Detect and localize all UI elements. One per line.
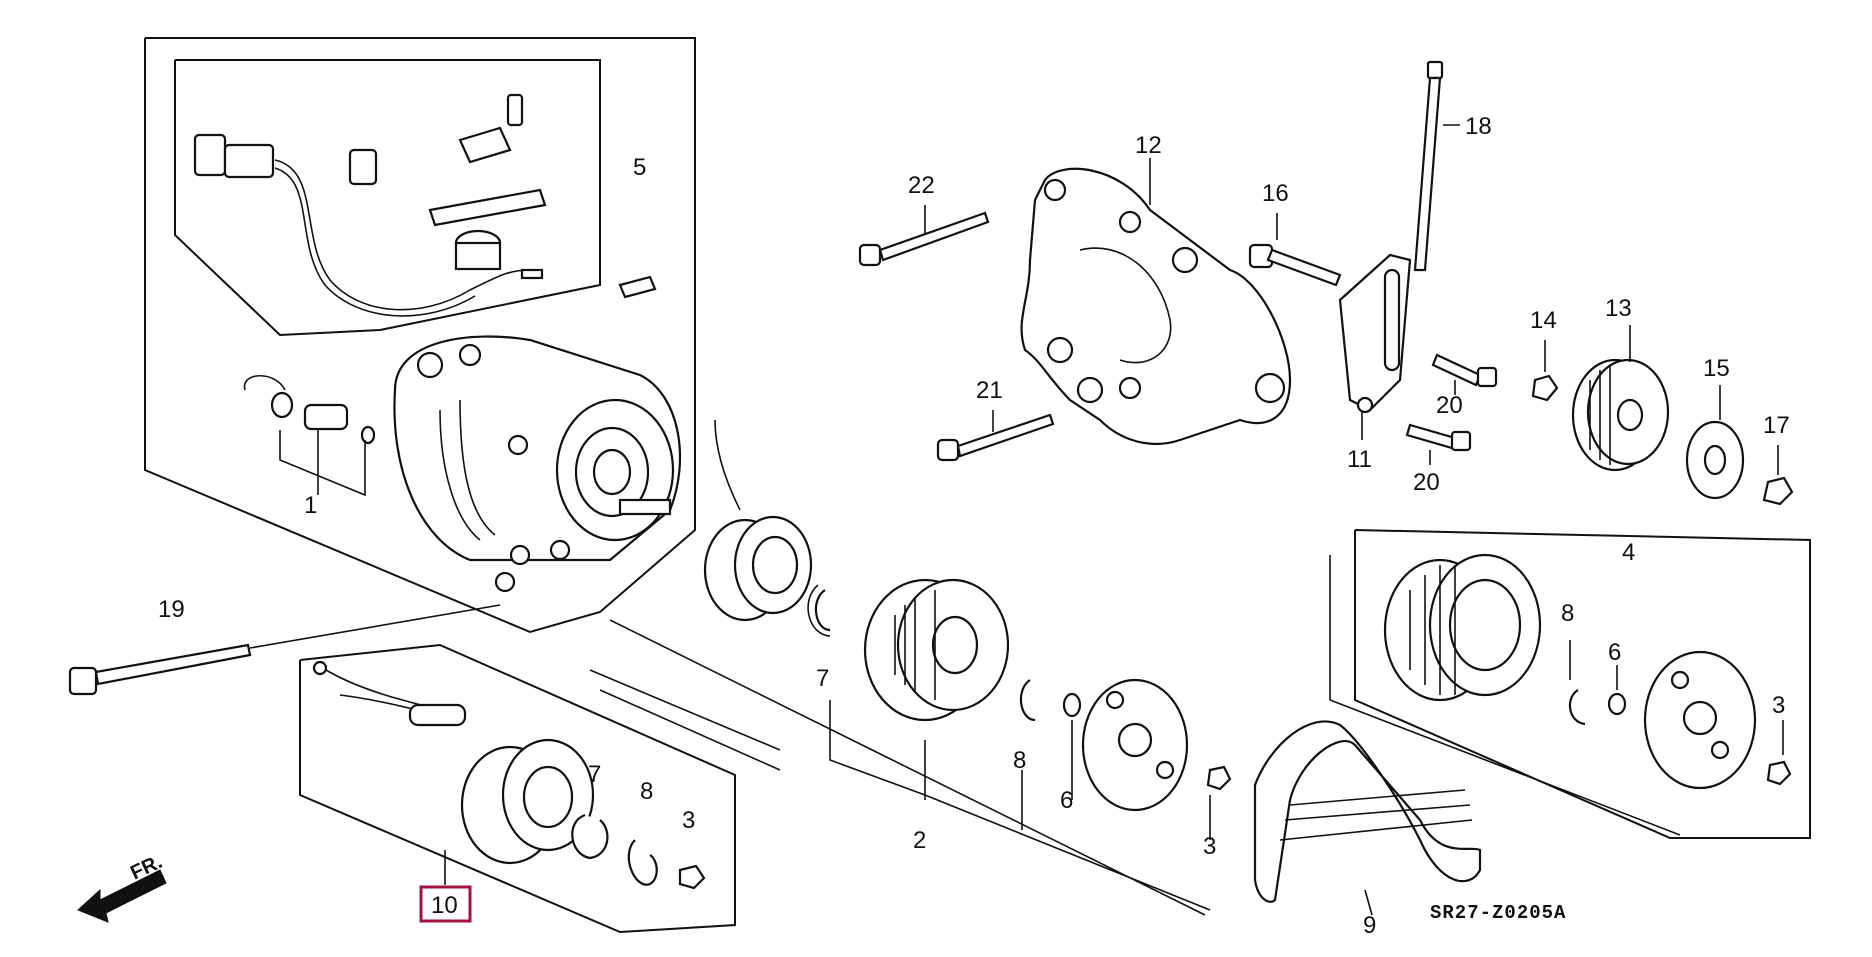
- adjusting-bolt-part: [1338, 60, 1460, 440]
- callout-labels: 1 2 3 3 3 4 5 6 6 7 7 8 8 8 9 10 11 12 1…: [158, 113, 1790, 939]
- field-coil-part: [312, 660, 706, 890]
- callout-7: 7: [588, 761, 601, 788]
- callout-19: 19: [158, 596, 185, 623]
- drive-belt-part: [1253, 720, 1482, 916]
- compressor-assembly-frame: [144, 37, 696, 634]
- callout-8: 8: [640, 778, 653, 805]
- wiring-subassembly-frame: [174, 59, 601, 337]
- callout-1: 1: [304, 492, 317, 519]
- field-coil-group-frame: [299, 643, 736, 934]
- callout-4: 4: [1622, 539, 1635, 566]
- callout-8: 8: [1561, 600, 1574, 627]
- callout-3: 3: [1772, 692, 1785, 719]
- idler-pulley-part: [1531, 325, 1794, 506]
- callout-13: 13: [1605, 295, 1632, 322]
- diagram-code: SR27-Z0205A: [1430, 902, 1566, 924]
- callout-12: 12: [1135, 132, 1162, 159]
- compressor-body-part: [393, 335, 682, 593]
- callout-6: 6: [1060, 787, 1073, 814]
- callout-16: 16: [1262, 180, 1289, 207]
- callout-8: 8: [1013, 747, 1026, 774]
- callout-14: 14: [1530, 307, 1557, 334]
- compressor-bracket-part: [1020, 158, 1292, 445]
- callout-22: 22: [908, 172, 935, 199]
- callout-9: 9: [1363, 912, 1376, 939]
- clutch-group-frame: [1354, 529, 1811, 839]
- callout-6: 6: [1608, 639, 1621, 666]
- clutch-group-part: [1383, 553, 1792, 790]
- callout-11: 11: [1347, 446, 1372, 473]
- bolts-part: [858, 205, 1498, 465]
- callout-21: 21: [976, 377, 1003, 404]
- callout-15: 15: [1703, 355, 1730, 382]
- leader-long-lines: [589, 555, 1681, 916]
- callout-20: 20: [1413, 469, 1440, 496]
- callout-3: 3: [682, 807, 695, 834]
- callout-3: 3: [1203, 833, 1216, 860]
- callout-7: 7: [816, 665, 829, 692]
- callout-10-highlight: [419, 885, 472, 923]
- callout-10: 10: [431, 892, 458, 919]
- pulley-group-part: [703, 419, 1232, 911]
- wiring-harness-part: [193, 93, 657, 317]
- callout-17: 17: [1763, 412, 1790, 439]
- long-bolt-part: [68, 604, 501, 696]
- callout-18: 18: [1465, 113, 1492, 140]
- callout-20: 20: [1436, 392, 1463, 419]
- front-direction-arrow-icon: FR.: [77, 851, 167, 923]
- callout-2: 2: [913, 827, 926, 854]
- callout-5: 5: [633, 154, 646, 181]
- pressure-switch-part: [243, 375, 376, 497]
